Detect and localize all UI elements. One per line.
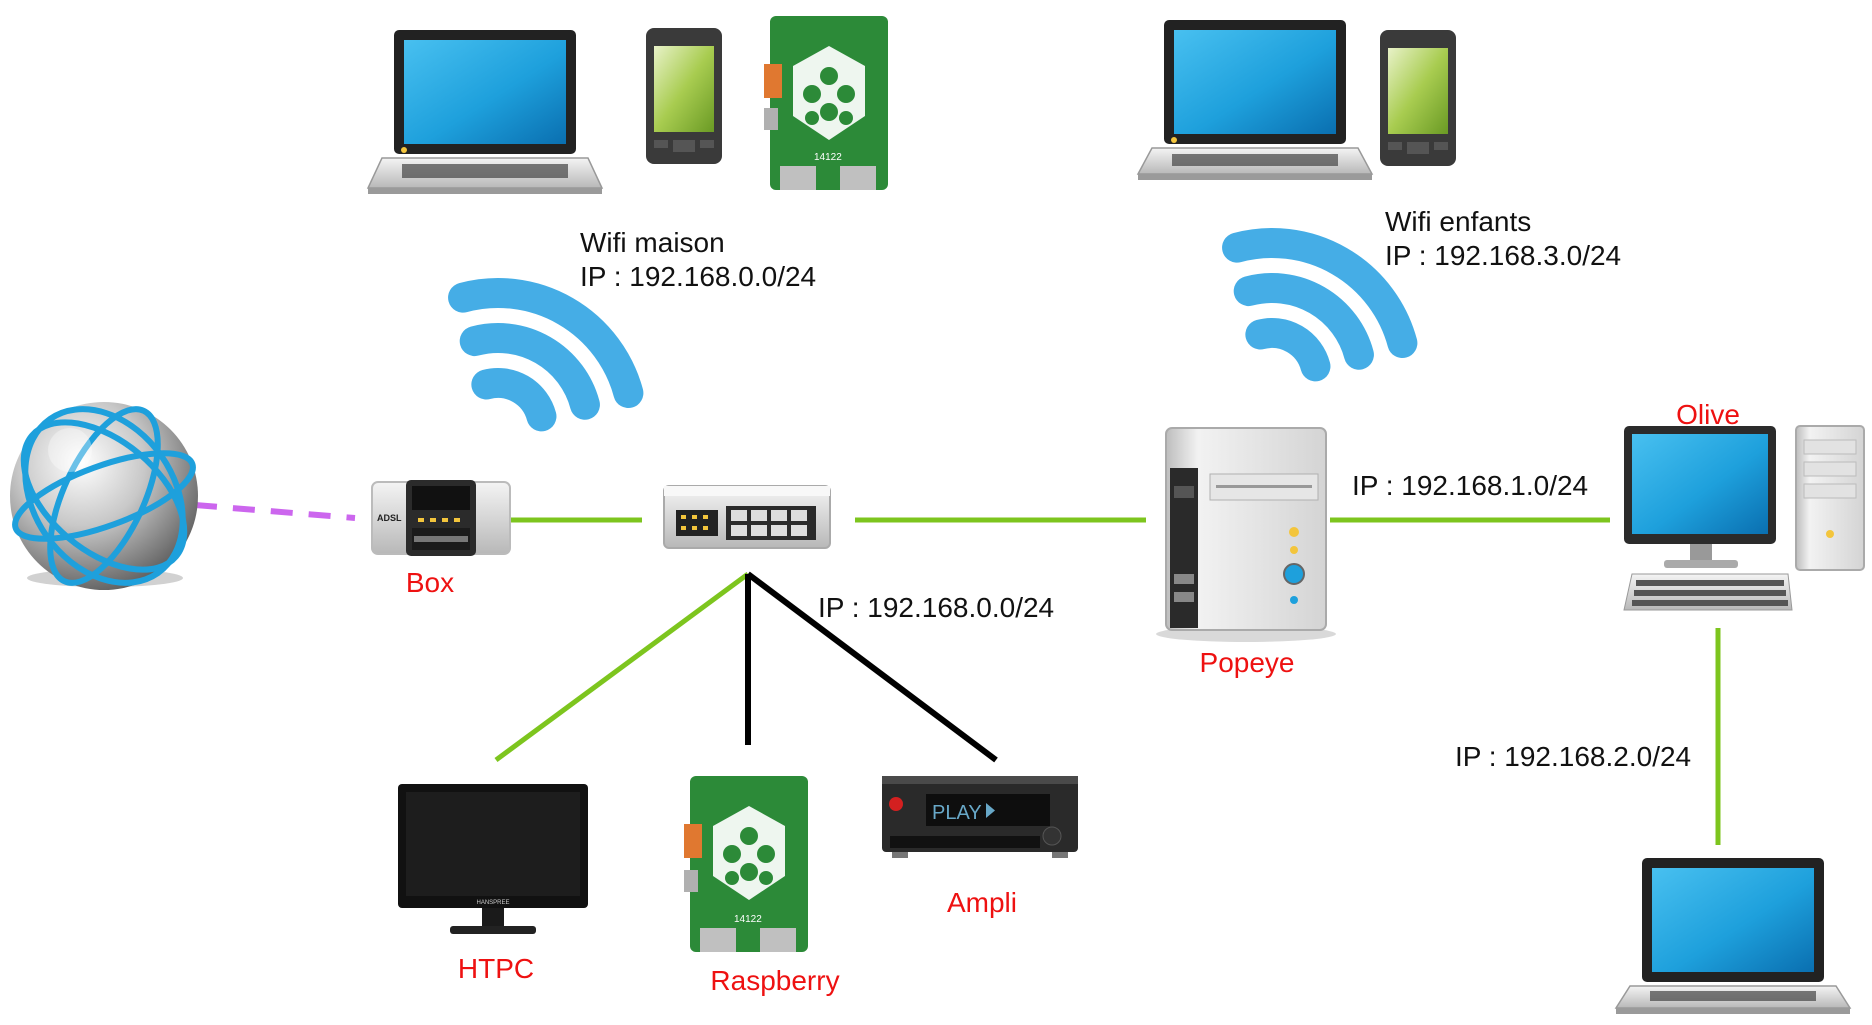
olive-label: Olive <box>1676 399 1740 430</box>
network-switch-icon <box>663 485 831 549</box>
olive-device: Olive <box>1623 399 1865 611</box>
amp-display: PLAY <box>932 802 982 824</box>
raspberry-device: 14122 Raspberry <box>684 776 840 996</box>
links <box>194 502 1721 845</box>
box-device: ADSL Box <box>371 480 511 598</box>
lan-popeye-olive-ip: IP : 192.168.1.0/24 <box>1352 470 1588 501</box>
wifi-enfants-ip: IP : 192.168.3.0/24 <box>1385 240 1621 271</box>
wifi-icon <box>1222 228 1418 382</box>
wifi-maison-name: Wifi maison <box>580 227 725 258</box>
laptop-icon <box>366 30 604 194</box>
link-switch-htpc <box>494 571 750 763</box>
adsl-modem-icon: ADSL <box>371 480 511 556</box>
smartphone-icon <box>646 28 722 164</box>
amplifier-icon: PLAY <box>882 776 1078 858</box>
lan-switch-ip: IP : 192.168.0.0/24 <box>818 592 1054 623</box>
popeye-label: Popeye <box>1200 647 1295 678</box>
ampli-label: Ampli <box>947 887 1017 918</box>
raspberry-pi-board-icon: 14122 <box>684 776 808 952</box>
wifi-enfants-group: Wifi enfants IP : 192.168.3.0/24 <box>1222 206 1621 382</box>
raspberry-pi-board-icon: 14122 <box>764 16 888 190</box>
htpc-device: HANSPREE HTPC <box>398 784 588 984</box>
pi-chip-label: 14122 <box>814 152 842 163</box>
server-tower-icon <box>1156 427 1336 642</box>
wifi-icon <box>448 278 644 432</box>
link-switch-ampli <box>746 571 998 763</box>
wifi-enfants-name: Wifi enfants <box>1385 206 1531 237</box>
ampli-device: PLAY Ampli <box>882 776 1078 918</box>
htpc-label: HTPC <box>458 953 534 984</box>
globe-icon <box>10 402 198 590</box>
pi-chip-label: 14122 <box>734 914 762 925</box>
laptop-icon <box>1614 858 1852 1014</box>
box-label: Box <box>406 567 454 598</box>
laptop-icon <box>1136 20 1374 180</box>
wifi-maison-ip: IP : 192.168.0.0/24 <box>580 261 816 292</box>
box-brand: ADSL <box>377 513 402 523</box>
tv-monitor-icon: HANSPREE <box>398 784 588 934</box>
lan-olive-laptop-ip: IP : 192.168.2.0/24 <box>1455 741 1691 772</box>
popeye-device: Popeye <box>1156 427 1336 678</box>
smartphone-icon <box>1380 30 1456 166</box>
raspberry-label: Raspberry <box>710 965 839 996</box>
tv-brand: HANSPREE <box>476 900 509 906</box>
wifi-maison-group: Wifi maison IP : 192.168.0.0/24 <box>448 227 816 432</box>
desktop-computer-icon <box>1623 425 1865 611</box>
internet-link <box>194 502 356 521</box>
